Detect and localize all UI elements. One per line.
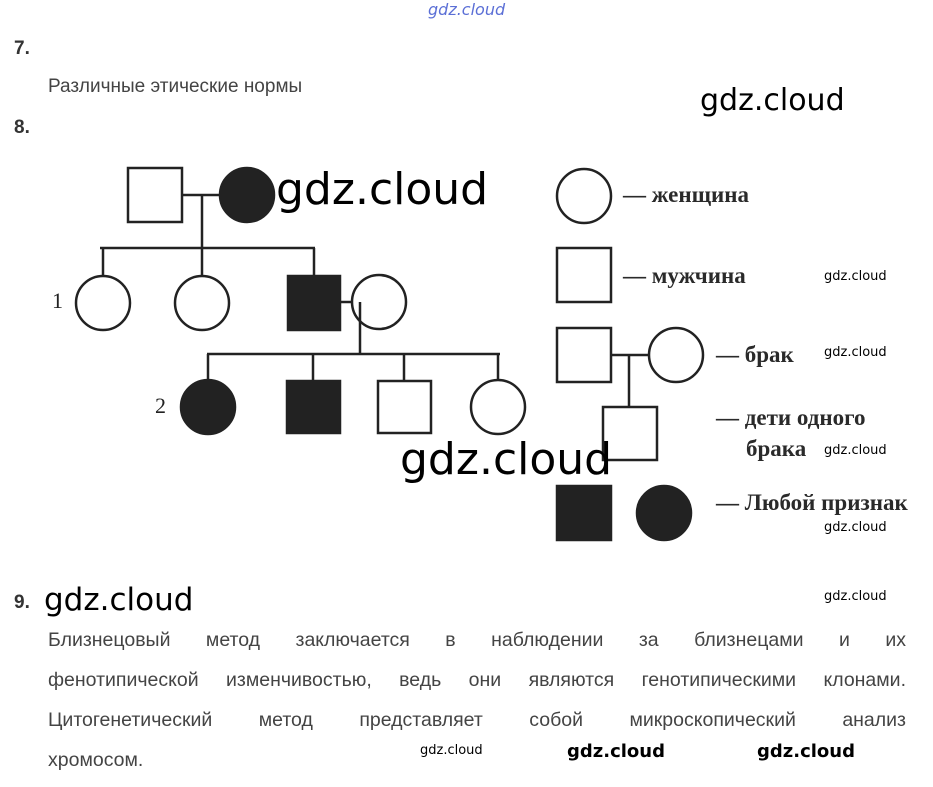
watermark-top: gdz.cloud	[428, 0, 506, 19]
watermark: gdz.cloud	[567, 741, 665, 762]
watermark: gdz.cloud	[824, 589, 887, 604]
legend-children-line1: — дети одного	[716, 405, 866, 430]
legend-child-icon	[601, 405, 659, 462]
legend-trait-female-icon	[635, 484, 693, 542]
question-8-number: 8.	[14, 117, 30, 138]
gen2-male-affected	[285, 379, 342, 435]
gen2-female-affected	[179, 378, 237, 436]
answer-line: Цитогенетический метод представляет собо…	[48, 709, 906, 731]
question-9-answer: Близнецовый метод заключается в наблюден…	[48, 620, 906, 780]
legend-marriage: — брак	[716, 342, 794, 367]
watermark: gdz.cloud	[700, 83, 845, 118]
legend-male-icon	[555, 246, 613, 304]
legend-trait-male-icon	[555, 484, 613, 542]
watermark: gdz.cloud	[400, 434, 613, 485]
gen2-female	[469, 378, 527, 436]
legend-female-icon	[555, 167, 613, 225]
legend-female: — женщина	[623, 182, 750, 207]
watermark: gdz.cloud	[824, 345, 887, 360]
watermark: gdz.cloud	[420, 743, 483, 758]
generation-label-2: 2	[155, 393, 166, 418]
gen1-female	[74, 274, 132, 332]
question-9-number: 9.	[14, 592, 30, 613]
watermark: gdz.cloud	[44, 582, 194, 618]
question-7-number: 7.	[14, 38, 30, 59]
gen2-male	[376, 379, 433, 435]
legend-male: — мужчина	[623, 263, 746, 288]
legend-marriage-female-icon	[647, 326, 705, 384]
watermark: gdz.cloud	[824, 269, 887, 284]
pedigree-tree	[74, 166, 527, 436]
watermark: gdz.cloud	[757, 741, 855, 762]
answer-line: Близнецовый метод заключается в наблюден…	[48, 629, 906, 651]
watermark: gdz.cloud	[276, 164, 489, 215]
generation-label-1: 1	[52, 288, 63, 313]
legend-trait: — Любой признак	[716, 490, 908, 515]
gen1-male-affected	[286, 274, 342, 332]
gen0-female-affected	[218, 166, 276, 224]
legend-marriage-male-icon	[555, 326, 613, 384]
legend-symbols	[555, 167, 705, 542]
gen0-male	[126, 166, 184, 224]
answer-line: фенотипической изменчивостью, ведь они я…	[48, 669, 906, 691]
legend-children-line2: брака	[746, 436, 807, 461]
watermark: gdz.cloud	[824, 520, 887, 535]
gen1-female	[173, 274, 231, 332]
watermark: gdz.cloud	[824, 443, 887, 458]
answer-line: хромосом.	[48, 749, 144, 771]
question-7-answer: Различные этические нормы	[48, 76, 303, 97]
